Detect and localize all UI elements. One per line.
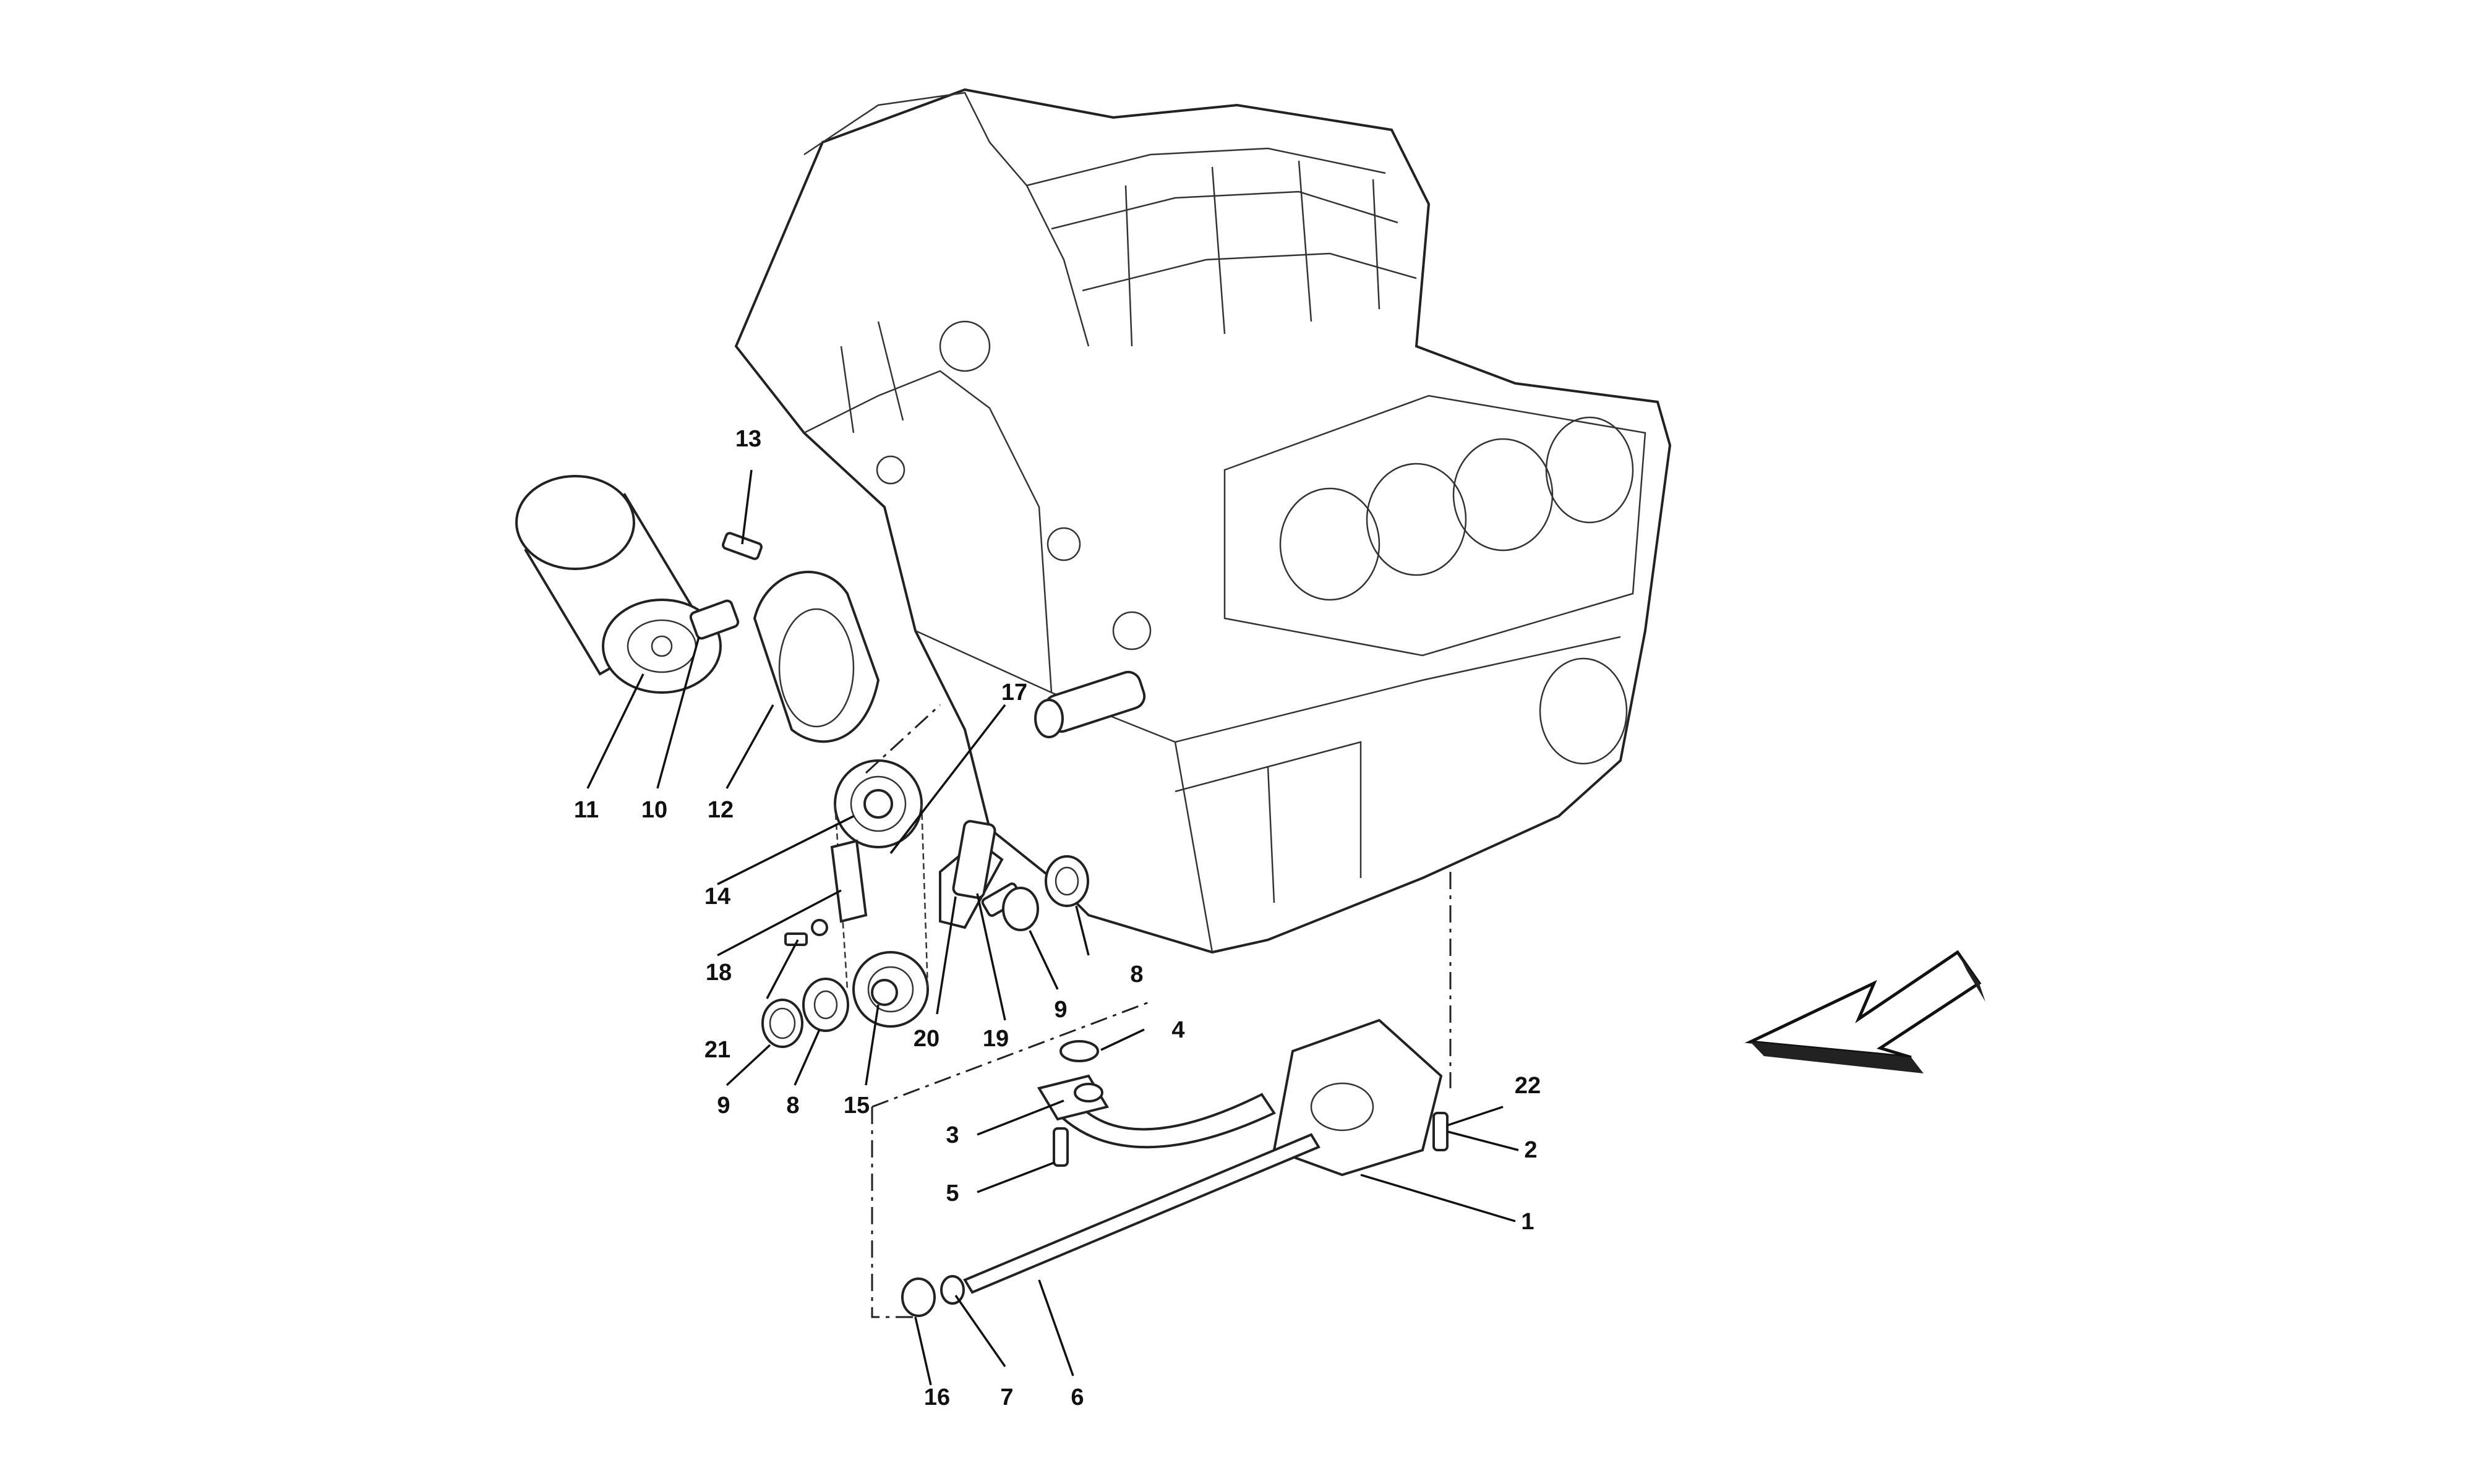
callout-8-lower: 8 — [786, 1093, 799, 1119]
callout-19: 19 — [983, 1026, 1009, 1052]
callout-20: 20 — [914, 1026, 940, 1052]
chain-guide — [830, 839, 868, 923]
callout-21: 21 — [704, 1037, 730, 1063]
callout-2: 2 — [1524, 1137, 1537, 1163]
housing-bolt — [722, 532, 763, 560]
callout-4: 4 — [1171, 1017, 1184, 1043]
callout-5: 5 — [946, 1180, 959, 1206]
callout-8-upper: 8 — [1130, 962, 1143, 987]
pipe-washer — [1059, 1040, 1099, 1062]
callout-18: 18 — [706, 960, 732, 986]
shaft-clips — [901, 1275, 965, 1317]
filter-housing-flange — [753, 571, 880, 743]
assembly-lines — [865, 704, 1452, 1318]
callout-12: 12 — [708, 797, 734, 823]
callout-10: 10 — [641, 797, 667, 823]
seal-rings — [761, 855, 1089, 1048]
lower-sprocket — [852, 951, 929, 1028]
callout-22: 22 — [1515, 1073, 1541, 1099]
leader-lines — [586, 469, 1519, 1386]
callout-15: 15 — [844, 1093, 870, 1119]
callout-16: 16 — [924, 1384, 950, 1410]
front-direction-arrow-icon — [1744, 950, 1985, 1073]
callout-17: 17 — [1001, 680, 1027, 706]
chain-tensioner — [939, 820, 1004, 929]
callout-1: 1 — [1521, 1209, 1534, 1235]
upper-sprocket — [834, 759, 923, 848]
callout-labels: 1 2 3 4 5 6 7 8 8 9 9 10 11 12 13 14 15 … — [574, 426, 1541, 1410]
callout-7: 7 — [1000, 1384, 1013, 1410]
filter-nipple — [689, 599, 740, 640]
oil-filter — [515, 475, 722, 694]
callout-14: 14 — [704, 884, 730, 910]
callout-13: 13 — [735, 426, 761, 452]
callout-9-lower: 9 — [717, 1093, 730, 1119]
pickup-pipe — [1037, 1074, 1276, 1149]
drive-shaft — [963, 1133, 1320, 1294]
callout-6: 6 — [1071, 1384, 1084, 1410]
engine-block — [734, 88, 1672, 954]
pump-bolts — [1053, 1112, 1449, 1167]
callout-9-upper: 9 — [1054, 997, 1067, 1023]
callout-3: 3 — [946, 1122, 959, 1148]
callout-11: 11 — [574, 797, 599, 823]
